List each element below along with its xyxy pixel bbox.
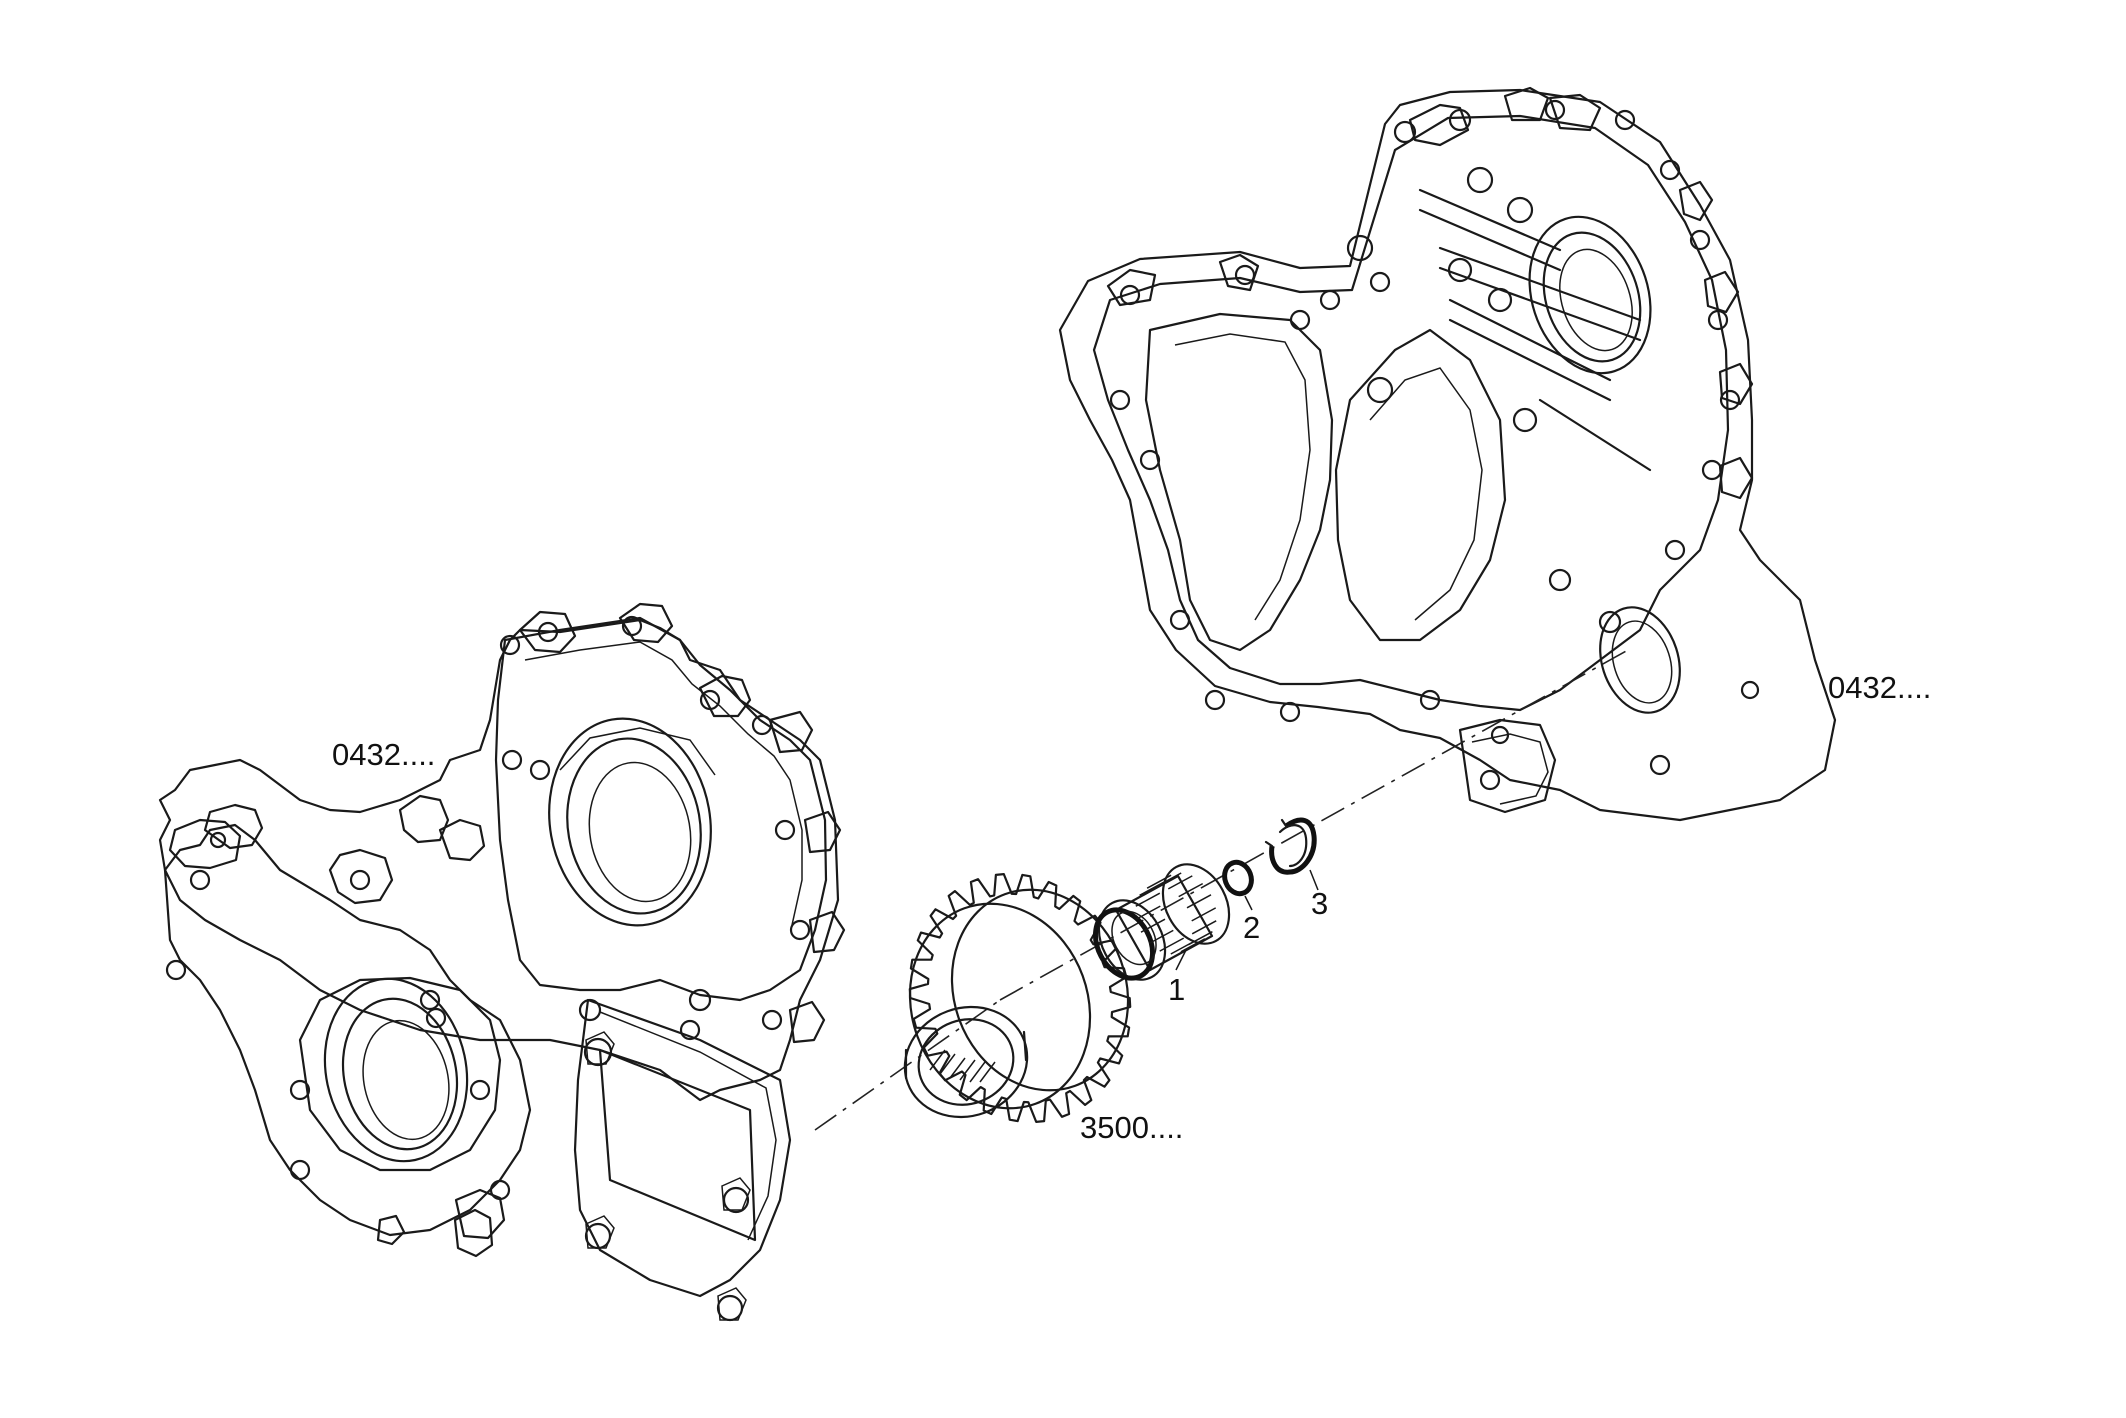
assembly-centerline: [814, 649, 1629, 1131]
bearing-needles: [1135, 872, 1217, 955]
leader-lines: [1175, 869, 1319, 971]
label-housing-right: 0432....: [1828, 670, 1931, 705]
front-cover-housing: [158, 602, 846, 1322]
label-item-1: 1: [1168, 972, 1185, 1007]
rear-housing: [1058, 86, 1837, 822]
label-gear: 3500....: [1080, 1110, 1183, 1145]
label-item-3: 3: [1311, 886, 1328, 921]
gear: [903, 873, 1132, 1123]
o-ring: [1222, 859, 1254, 897]
label-item-2: 2: [1243, 910, 1260, 945]
snap-ring: [1264, 817, 1317, 875]
label-housing-left: 0432....: [332, 737, 435, 772]
needle-bearing: [1092, 863, 1231, 981]
